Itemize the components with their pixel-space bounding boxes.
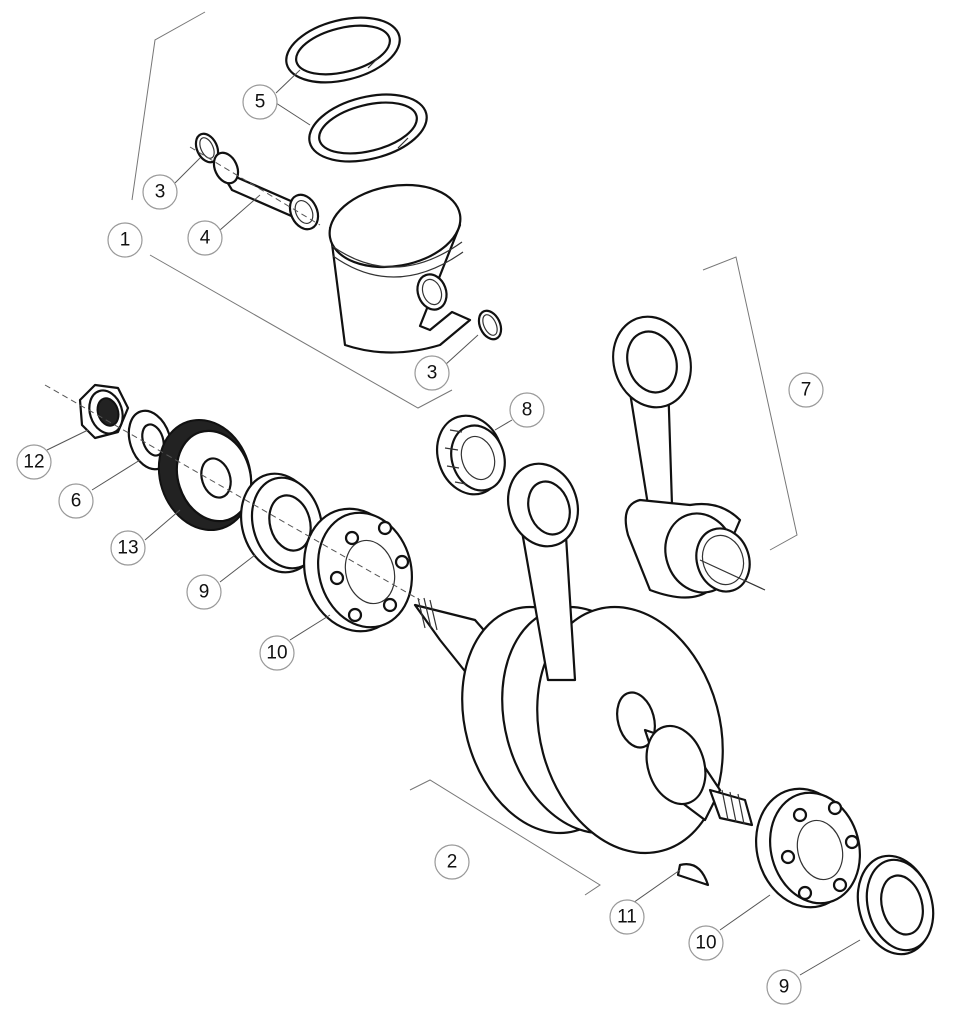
callout-label: 1 <box>120 230 131 251</box>
oil-seal-right <box>856 854 935 956</box>
callout-7: 7 <box>788 372 824 408</box>
callout-9-left: 9 <box>186 574 222 610</box>
callout-8: 8 <box>509 392 545 428</box>
callout-5: 5 <box>242 84 278 120</box>
ball-bearing-right <box>755 787 862 909</box>
callout-3-upper: 3 <box>142 174 178 210</box>
callout-9-right: 9 <box>766 969 802 1005</box>
callout-label: 10 <box>266 643 287 664</box>
callout-label: 11 <box>617 907 637 928</box>
group-7-bracket <box>702 256 798 551</box>
callout-label: 12 <box>23 452 44 473</box>
leader-lines <box>46 69 861 976</box>
piston <box>328 183 472 354</box>
callout-13: 13 <box>110 530 146 566</box>
piston-ring-lower <box>308 93 428 163</box>
ball-bearing-left <box>303 507 413 633</box>
callout-label: 2 <box>447 852 458 873</box>
callout-10-right: 10 <box>688 925 724 961</box>
axis-line-pin <box>189 146 321 226</box>
callout-label: 13 <box>117 538 138 559</box>
piston-ring-upper <box>285 16 401 84</box>
piston-pin <box>212 151 320 231</box>
circlip-right <box>477 309 503 341</box>
callout-label: 6 <box>71 491 82 512</box>
crankshaft <box>413 462 754 855</box>
circlip-left <box>194 132 220 164</box>
callout-6: 6 <box>58 483 94 519</box>
nut <box>78 383 130 440</box>
callout-label: 8 <box>522 400 533 421</box>
callout-label: 5 <box>255 92 266 113</box>
callout-3-lower: 3 <box>414 355 450 391</box>
callout-label: 9 <box>199 582 210 603</box>
callout-10-left: 10 <box>259 635 295 671</box>
needle-bearing <box>436 414 506 496</box>
callout-12: 12 <box>16 444 52 480</box>
oil-seal-left <box>239 472 324 574</box>
group-1-bracket <box>131 11 453 409</box>
callout-label: 10 <box>695 933 716 954</box>
connecting-rod-assembly <box>612 315 766 599</box>
callout-4: 4 <box>187 220 223 256</box>
callout-11: 11 <box>609 899 645 935</box>
callout-2: 2 <box>434 844 470 880</box>
callout-label: 3 <box>427 363 438 384</box>
woodruff-key <box>676 863 710 887</box>
group-2-bracket <box>409 779 601 896</box>
callout-label: 7 <box>801 380 812 401</box>
axis-line-left <box>44 384 421 601</box>
callout-1: 1 <box>107 222 143 258</box>
callout-label: 9 <box>779 977 790 998</box>
callout-label: 4 <box>200 228 211 249</box>
callout-label: 3 <box>155 182 166 203</box>
gear <box>157 418 253 532</box>
